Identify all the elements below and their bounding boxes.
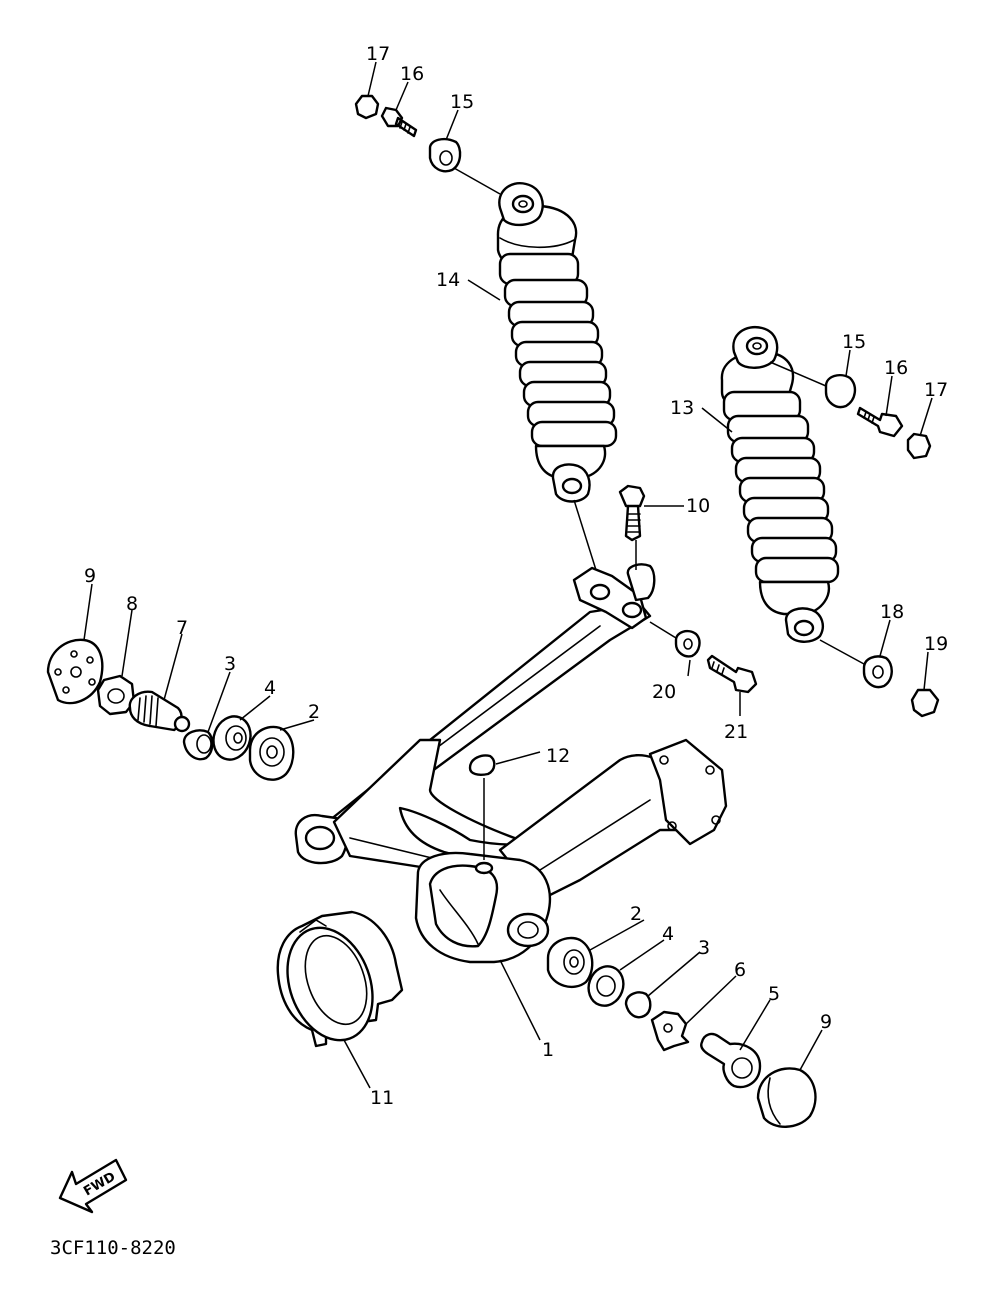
callout-18: 18 bbox=[880, 601, 904, 623]
cap-12 bbox=[468, 754, 496, 776]
washer-18 bbox=[862, 655, 893, 689]
pivot-shaft-right bbox=[700, 1032, 762, 1089]
bolt-16-right bbox=[856, 406, 904, 438]
callout-19: 19 bbox=[924, 633, 948, 655]
callout-labels: 17 16 15 14 15 16 17 13 10 18 19 20 21 9… bbox=[84, 43, 948, 1109]
callout-1: 1 bbox=[542, 1039, 554, 1061]
callout-17: 17 bbox=[366, 43, 390, 65]
nut-17-right bbox=[906, 432, 932, 460]
collar-right bbox=[624, 991, 652, 1019]
callout-2: 2 bbox=[630, 903, 642, 925]
callout-16: 16 bbox=[884, 357, 908, 379]
callout-20: 20 bbox=[652, 681, 676, 703]
bolt-16-top bbox=[380, 106, 418, 138]
forward-arrow: FWD bbox=[58, 1158, 128, 1214]
bushing-15-top bbox=[428, 137, 462, 173]
callout-4: 4 bbox=[662, 923, 674, 945]
nut-19 bbox=[910, 688, 940, 718]
callout-21: 21 bbox=[724, 721, 748, 743]
oil-seal-right bbox=[587, 965, 625, 1007]
callout-17: 17 bbox=[924, 379, 948, 401]
pivot-cap-right bbox=[756, 1067, 817, 1128]
right-shock-absorber bbox=[720, 325, 840, 643]
callout-3: 3 bbox=[698, 937, 710, 959]
rubber-boot bbox=[276, 910, 404, 1048]
nut-17-top bbox=[354, 94, 380, 120]
right-pivot-parts bbox=[546, 936, 817, 1128]
callout-9: 9 bbox=[84, 565, 96, 587]
callout-6: 6 bbox=[734, 959, 746, 981]
callout-14: 14 bbox=[436, 269, 460, 291]
left-pivot-parts bbox=[46, 638, 295, 781]
callout-3: 3 bbox=[224, 653, 236, 675]
fwd-arrow-icon bbox=[58, 1158, 128, 1214]
nut-20 bbox=[674, 629, 701, 658]
bushing-15-right bbox=[824, 374, 857, 409]
shock-hardware bbox=[354, 94, 940, 776]
diagram-code: 3CF110-8220 bbox=[50, 1237, 176, 1259]
callout-15: 15 bbox=[450, 91, 474, 113]
callout-11: 11 bbox=[370, 1087, 394, 1109]
callout-7: 7 bbox=[176, 617, 188, 639]
callout-10: 10 bbox=[686, 495, 710, 517]
locknut bbox=[96, 674, 136, 716]
callout-2: 2 bbox=[308, 701, 320, 723]
callout-9: 9 bbox=[820, 1011, 832, 1033]
pivot-cap-left bbox=[46, 638, 104, 705]
bolt-21 bbox=[706, 654, 758, 694]
callout-5: 5 bbox=[768, 983, 780, 1005]
swingarm bbox=[294, 563, 728, 964]
bearing-left bbox=[248, 725, 295, 781]
callout-16: 16 bbox=[400, 63, 424, 85]
callout-13: 13 bbox=[670, 397, 694, 419]
collar-left bbox=[182, 729, 214, 761]
leader-lines bbox=[83, 61, 933, 1089]
callout-4: 4 bbox=[264, 677, 276, 699]
callout-12: 12 bbox=[546, 745, 570, 767]
callout-15: 15 bbox=[842, 331, 866, 353]
callout-8: 8 bbox=[126, 593, 138, 615]
left-shock-absorber bbox=[496, 182, 618, 503]
